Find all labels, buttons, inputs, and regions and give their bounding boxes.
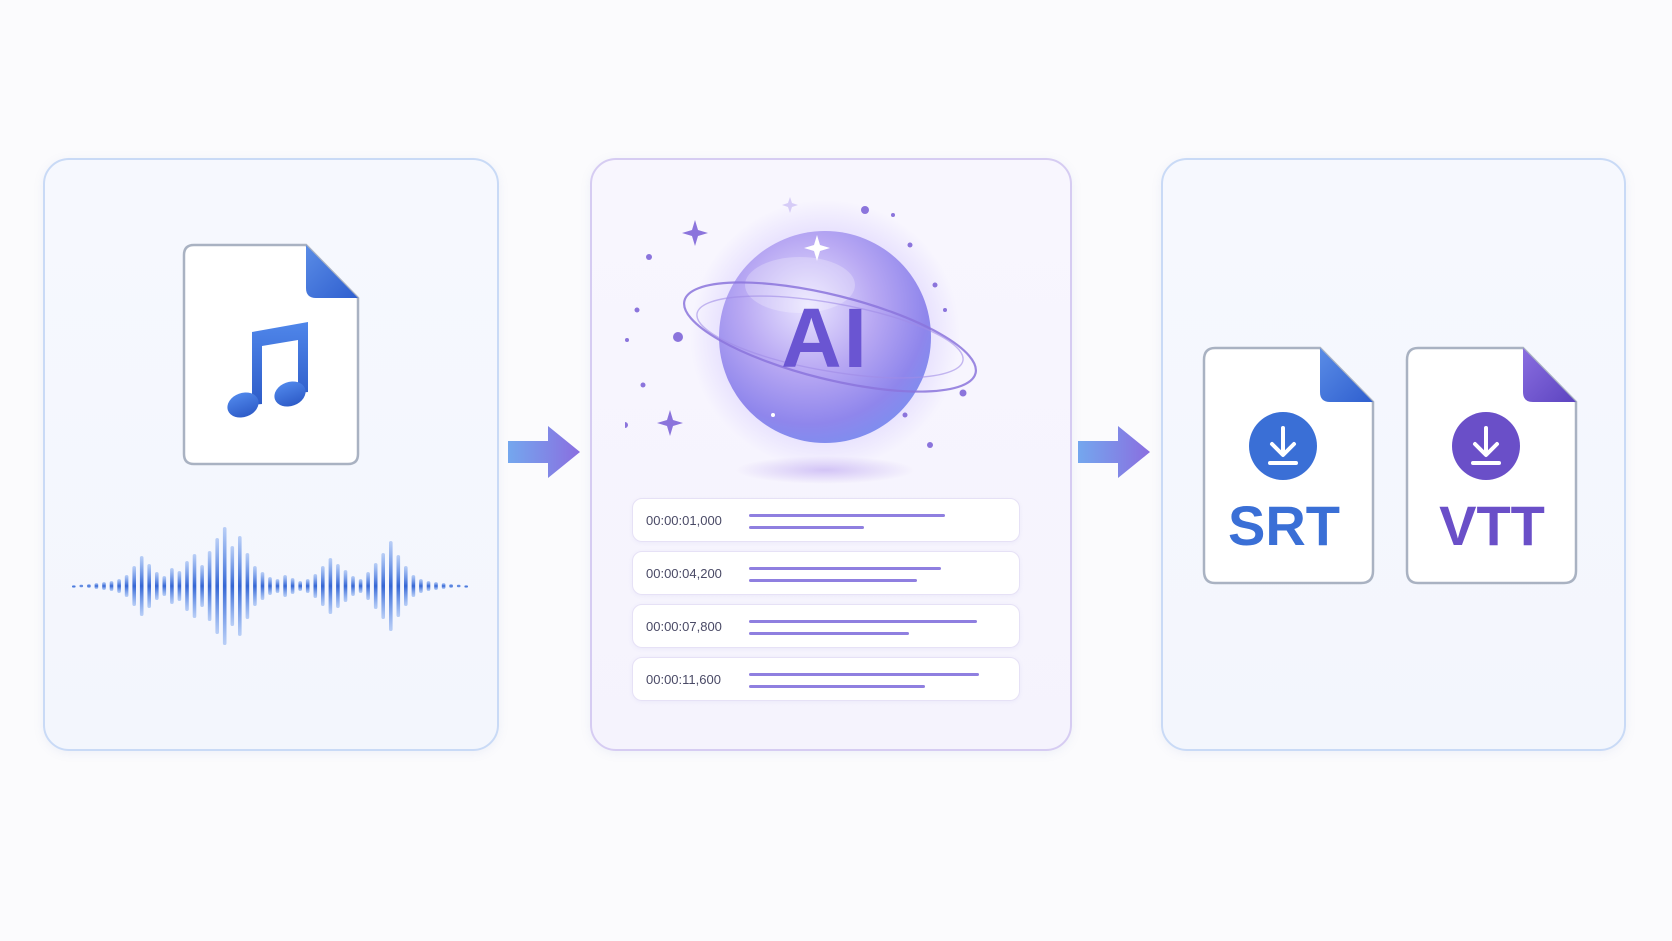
subtitle-timestamp: 00:00:11,600: [646, 672, 721, 687]
subtitle-text-line: [749, 673, 979, 676]
waveform-bar: [185, 561, 189, 611]
waveform-bar: [305, 579, 310, 593]
waveform-bar: [389, 541, 393, 631]
waveform-bar: [343, 570, 348, 602]
waveform-bar: [124, 575, 129, 597]
waveform-bar: [245, 553, 250, 619]
waveform-bar: [139, 556, 144, 616]
srt-label: SRT: [1228, 494, 1340, 557]
waveform-bar: [396, 555, 401, 617]
waveform-bar: [79, 584, 84, 588]
waveform-bar: [298, 581, 302, 591]
waveform-bar: [290, 578, 295, 594]
waveform-bar: [207, 551, 212, 621]
srt-file[interactable]: [1201, 345, 1377, 587]
ai-label: AI: [781, 291, 869, 385]
waveform-bar: [351, 576, 355, 596]
vtt-label: VTT: [1439, 494, 1545, 557]
waveform-bar: [328, 558, 333, 614]
waveform-bar: [94, 583, 99, 589]
waveform-bar: [411, 575, 416, 597]
waveform-bar: [132, 566, 136, 606]
waveform-bar: [102, 582, 106, 590]
waveform-bar: [200, 565, 204, 607]
waveform-bar: [426, 581, 431, 591]
waveform-bar: [321, 566, 325, 606]
subtitle-timestamp: 00:00:07,800: [646, 619, 722, 634]
subtitle-row: 00:00:07,800: [632, 604, 1020, 648]
waveform-bar: [381, 553, 385, 619]
subtitle-timestamp: 00:00:01,000: [646, 513, 722, 528]
waveform-bar: [238, 536, 242, 636]
waveform-bar: [404, 566, 408, 606]
waveform-bar: [170, 568, 174, 604]
waveform-bar: [155, 572, 159, 600]
waveform-bar: [268, 577, 272, 595]
waveform-bar: [230, 546, 235, 626]
waveform-bar: [419, 579, 423, 593]
sound-wave-icon: [70, 516, 470, 656]
subtitle-row: 00:00:11,600: [632, 657, 1020, 701]
vtt-file[interactable]: [1404, 345, 1580, 587]
waveform-bar: [449, 584, 453, 588]
waveform-bar: [260, 572, 265, 600]
subtitle-text-line: [749, 579, 917, 582]
waveform-bar: [313, 574, 318, 598]
subtitle-text-line: [749, 567, 941, 570]
waveform-bar: [434, 582, 438, 590]
waveform-bar: [87, 584, 91, 588]
waveform-bar: [177, 571, 182, 601]
waveform-bar: [464, 585, 468, 588]
subtitle-row: 00:00:04,200: [632, 551, 1020, 595]
subtitle-text-line: [749, 685, 925, 688]
subtitle-text-line: [749, 514, 945, 517]
subtitle-text-line: [749, 620, 977, 623]
waveform-bar: [373, 563, 378, 609]
subtitle-text-line: [749, 632, 909, 635]
arrow-right-icon: [1078, 424, 1152, 480]
arrow-right-icon: [508, 424, 582, 480]
waveform-bar: [441, 583, 446, 589]
waveform-bar: [162, 576, 167, 596]
waveform-bar: [222, 527, 227, 645]
download-icon: [1451, 411, 1521, 481]
waveform-bar: [366, 572, 370, 600]
waveform-bar: [192, 554, 197, 618]
subtitle-row: 00:00:01,000: [632, 498, 1020, 542]
waveform-bar: [253, 566, 257, 606]
download-icon: [1248, 411, 1318, 481]
audio-file-icon: [180, 242, 362, 468]
waveform-bar: [358, 579, 363, 593]
waveform-bar: [283, 575, 287, 597]
waveform-bar: [109, 581, 114, 591]
waveform-bar: [336, 564, 340, 608]
ai-orb-icon: [625, 185, 1025, 485]
waveform-bar: [275, 579, 280, 593]
subtitle-timestamp: 00:00:04,200: [646, 566, 722, 581]
waveform-bar: [72, 585, 76, 588]
waveform-bar: [215, 538, 219, 634]
waveform-bar: [147, 564, 151, 608]
waveform-bar: [456, 584, 461, 588]
subtitle-text-line: [749, 526, 864, 529]
waveform-bar: [117, 579, 121, 593]
